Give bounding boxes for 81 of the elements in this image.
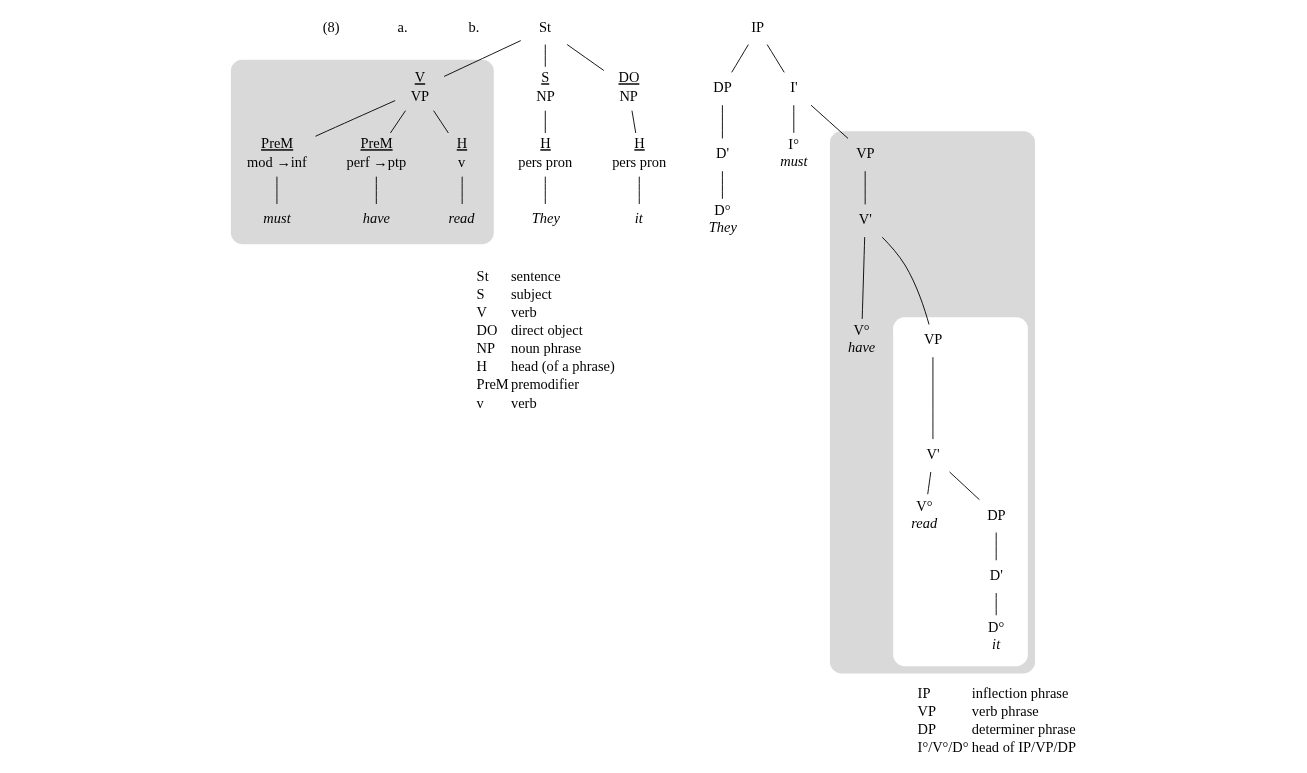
cluster: [829, 131, 1036, 674]
connector: [315, 100, 396, 137]
node-text: DO NP: [618, 69, 640, 105]
connector: [433, 110, 449, 134]
connector: [861, 236, 866, 320]
node-text: IP: [751, 18, 765, 35]
connector: [864, 170, 866, 205]
node-text: V': [926, 446, 940, 463]
node-text: V° have: [848, 322, 876, 356]
node-text: PreM perf →ptp: [346, 135, 407, 171]
label: subject: [510, 286, 552, 303]
label: S: [476, 286, 485, 303]
label: NP: [476, 340, 496, 357]
label: PreM: [476, 376, 509, 393]
node-text: must: [263, 210, 291, 227]
label: DO: [476, 322, 498, 339]
connector: [544, 110, 546, 134]
node-text: H pers pron: [518, 135, 573, 171]
cluster: [230, 59, 494, 245]
node-text: H v: [456, 135, 468, 171]
connector: [927, 471, 932, 495]
cluster: [893, 317, 1028, 667]
label: determiner phrase: [971, 720, 1076, 737]
node-text: I': [790, 79, 798, 96]
connector: [389, 110, 406, 134]
node-text: H pers pron: [612, 135, 667, 171]
node-text: D° it: [988, 618, 1005, 652]
label: direct object: [510, 322, 583, 339]
label: verb: [510, 394, 537, 411]
node-text: S NP: [536, 69, 555, 105]
label: head (of a phrase): [510, 358, 615, 375]
label: premodifier: [510, 376, 580, 393]
connector: [721, 104, 723, 139]
node-text: it: [634, 210, 643, 227]
node-text: D': [716, 145, 730, 162]
connector: [881, 236, 930, 325]
node-text: I° must: [780, 136, 808, 170]
label: noun phrase: [510, 340, 582, 357]
label: H: [476, 358, 488, 375]
node-text: DP: [713, 79, 732, 96]
label: sentence: [510, 268, 561, 285]
connector: [731, 44, 749, 73]
node-text: have: [362, 210, 391, 227]
node-text: They: [531, 210, 560, 227]
connector: [631, 110, 637, 134]
label: V: [476, 304, 488, 321]
node-text: VP: [923, 331, 943, 348]
connector: [544, 176, 546, 205]
node-text: St: [538, 18, 552, 35]
label: a.: [397, 18, 408, 35]
node-text: D° They: [708, 202, 737, 236]
connector: [949, 471, 980, 501]
node-text: V VP: [410, 69, 430, 105]
label: b.: [468, 18, 480, 35]
node-text: PreM mod →inf: [247, 135, 307, 171]
connector: [375, 176, 377, 205]
label: DP: [917, 720, 937, 737]
label: inflection phrase: [971, 684, 1069, 701]
connector: [461, 176, 463, 205]
node-text: DP: [987, 506, 1006, 523]
connector: [544, 44, 546, 68]
label: St: [476, 268, 489, 285]
label: I°/V°/D°: [917, 738, 969, 755]
connector: [443, 40, 522, 77]
label: (8): [322, 18, 340, 35]
label: verb phrase: [971, 702, 1039, 719]
connector: [721, 170, 723, 200]
node-text: V° read: [911, 497, 938, 531]
label: v: [476, 394, 484, 411]
connector: [638, 176, 640, 205]
node-text: D': [989, 567, 1003, 584]
label: head of IP/VP/DP: [971, 738, 1077, 755]
connector: [566, 44, 605, 71]
node-text: read: [448, 210, 475, 227]
connector: [810, 104, 849, 139]
label: VP: [917, 702, 937, 719]
connector: [766, 44, 785, 73]
node-text: V': [858, 211, 872, 228]
node-text: VP: [856, 145, 875, 162]
label: verb: [510, 304, 537, 321]
label: IP: [917, 684, 931, 701]
